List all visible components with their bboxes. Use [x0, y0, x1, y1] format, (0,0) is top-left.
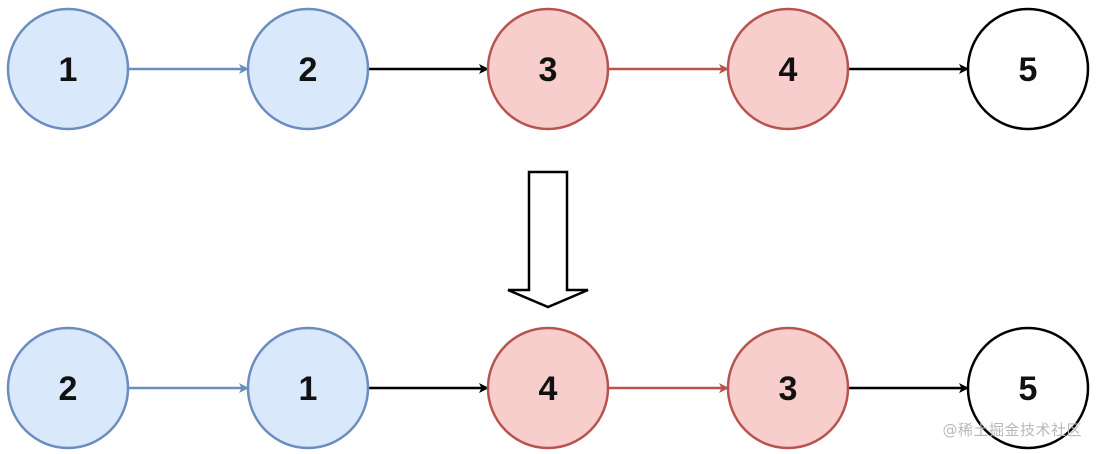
after-node-circle-1	[6, 326, 130, 450]
before-node-5: 5	[966, 7, 1090, 131]
after-node-circle-4	[726, 326, 850, 450]
after-node-label-3: 4	[539, 370, 558, 408]
before-node-circle-5	[966, 7, 1090, 131]
before-node-label-4: 4	[779, 51, 798, 89]
before-node-label-3: 3	[539, 51, 558, 89]
after-node-5: 5	[966, 326, 1090, 450]
after-node-2: 1	[246, 326, 370, 450]
before-node-circle-4	[726, 7, 850, 131]
before-node-label-1: 1	[59, 51, 78, 89]
after-node-4: 3	[726, 326, 850, 450]
after-list: 2 1 4 3 5	[6, 326, 1090, 450]
before-node-circle-3	[486, 7, 610, 131]
after-node-label-2: 1	[299, 370, 318, 408]
before-node-4: 4	[726, 7, 850, 131]
after-node-circle-3	[486, 326, 610, 450]
before-node-label-5: 5	[1019, 51, 1038, 89]
before-node-circle-1	[6, 7, 130, 131]
before-node-3: 3	[486, 7, 610, 131]
transform-down-arrow-icon	[507, 170, 589, 309]
before-node-label-2: 2	[299, 51, 318, 89]
before-node-circle-2	[246, 7, 370, 131]
before-list: 1 2 3 4 5	[6, 7, 1090, 131]
before-node-2: 2	[246, 7, 370, 131]
after-node-3: 4	[486, 326, 610, 450]
watermark: @稀土掘金技术社区	[942, 421, 1082, 439]
before-node-1: 1	[6, 7, 130, 131]
after-node-label-5: 5	[1019, 370, 1038, 408]
after-node-label-1: 2	[59, 370, 78, 408]
after-node-circle-5	[966, 326, 1090, 450]
after-node-1: 2	[6, 326, 130, 450]
after-node-circle-2	[246, 326, 370, 450]
after-node-label-4: 3	[779, 370, 798, 408]
